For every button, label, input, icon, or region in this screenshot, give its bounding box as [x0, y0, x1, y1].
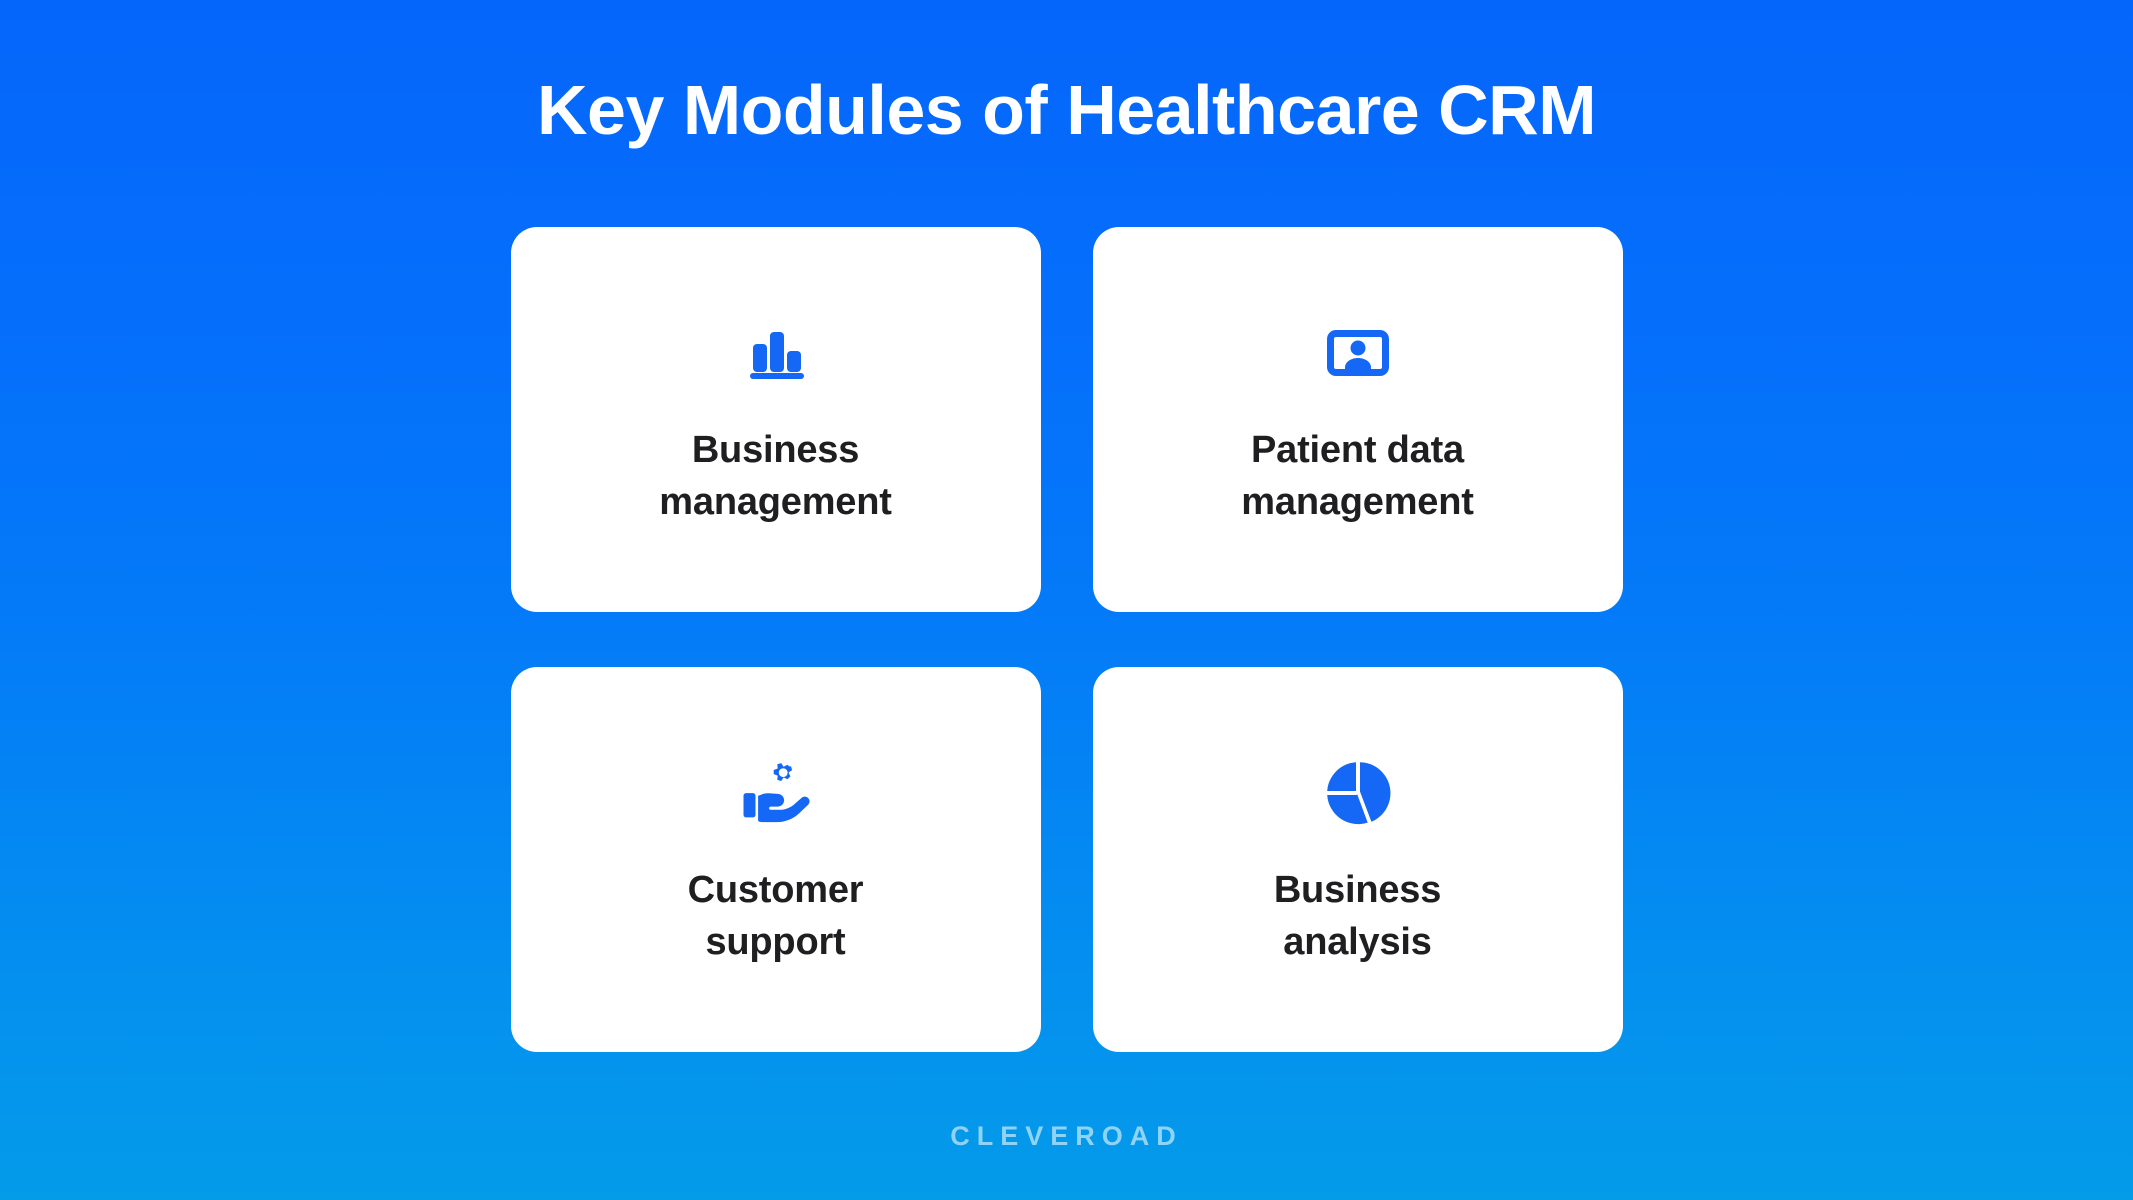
card-label: Business analysis: [1273, 865, 1442, 968]
pie-chart-icon: [1316, 751, 1400, 835]
brand-wordmark: CLEVEROAD: [950, 1121, 1183, 1151]
card-patient-data-management[interactable]: Patient data management: [1092, 227, 1623, 612]
card-label: Customer support: [688, 865, 864, 968]
card-label-line2: management: [1241, 480, 1474, 523]
card-label-line2: management: [659, 480, 892, 523]
card-customer-support[interactable]: Customer support: [510, 667, 1041, 1052]
card-label-line2: support: [705, 920, 846, 963]
module-card-grid: Business management Patient data managem…: [510, 227, 1623, 1052]
card-label-line1: Business: [1273, 869, 1442, 912]
card-label: Business management: [659, 425, 892, 528]
card-label-line2: analysis: [1283, 920, 1432, 963]
card-business-management[interactable]: Business management: [510, 227, 1041, 612]
card-label-line1: Customer: [687, 869, 864, 912]
card-business-analysis[interactable]: Business analysis: [1092, 667, 1623, 1052]
card-label: Patient data management: [1241, 425, 1474, 528]
card-label-line1: Patient data: [1251, 429, 1464, 472]
hand-gear-support-icon: [734, 751, 818, 835]
card-label-line1: Business: [691, 429, 860, 472]
page-title: Key Modules of Healthcare CRM: [536, 71, 1597, 149]
id-card-person-icon: [1316, 311, 1400, 395]
bar-chart-icon: [734, 311, 818, 395]
